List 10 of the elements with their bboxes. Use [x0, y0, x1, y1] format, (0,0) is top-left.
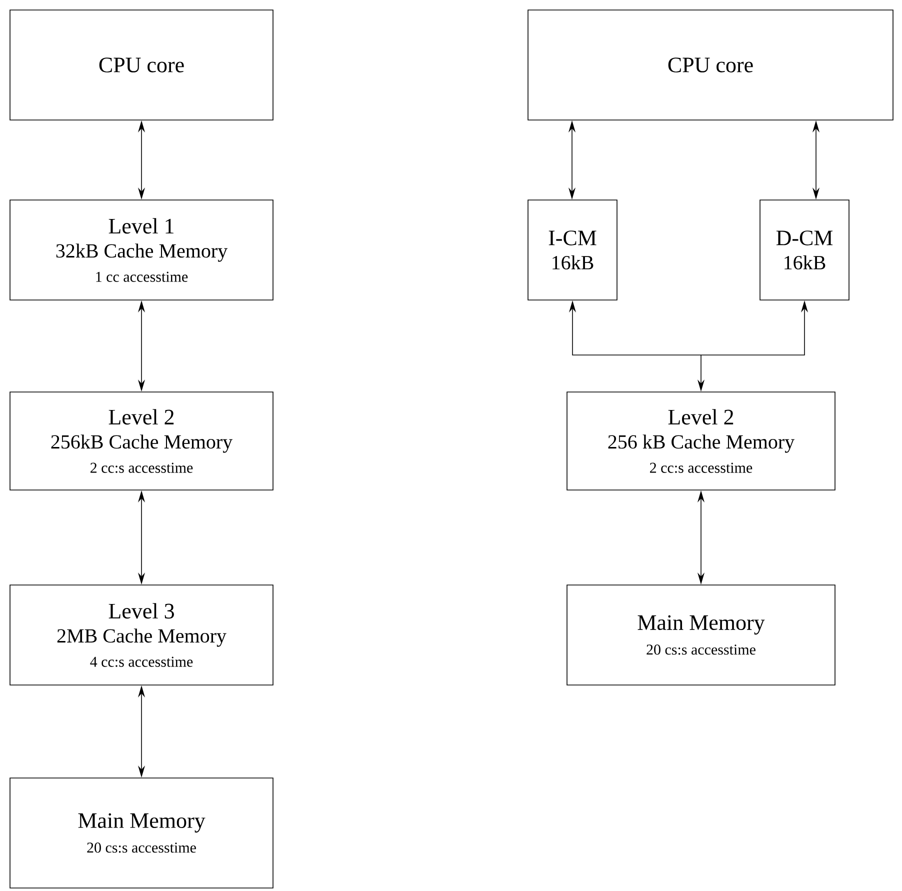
memory-box: Main Memory 20 cs:s accesstime — [10, 778, 274, 888]
memory-box: Level 3 2MB Cache Memory 4 cc:s accesstime — [10, 584, 274, 686]
memory-box: D-CM 16kB — [760, 200, 850, 300]
memory-box: Level 1 32kB Cache Memory 1 cc accesstime — [10, 200, 274, 300]
memory-box: Main Memory 20 cs:s accesstime — [566, 584, 836, 686]
memory-box: Level 2 256kB Cache Memory 2 cc:s accesstime — [10, 392, 274, 490]
memory-box: I-CM 16kB — [528, 200, 618, 300]
memory-box: CPU core — [528, 10, 894, 120]
memory-box: CPU core — [10, 10, 274, 120]
memory-box: Level 2 256 kB Cache Memory 2 cc:s accesstime — [566, 392, 836, 490]
